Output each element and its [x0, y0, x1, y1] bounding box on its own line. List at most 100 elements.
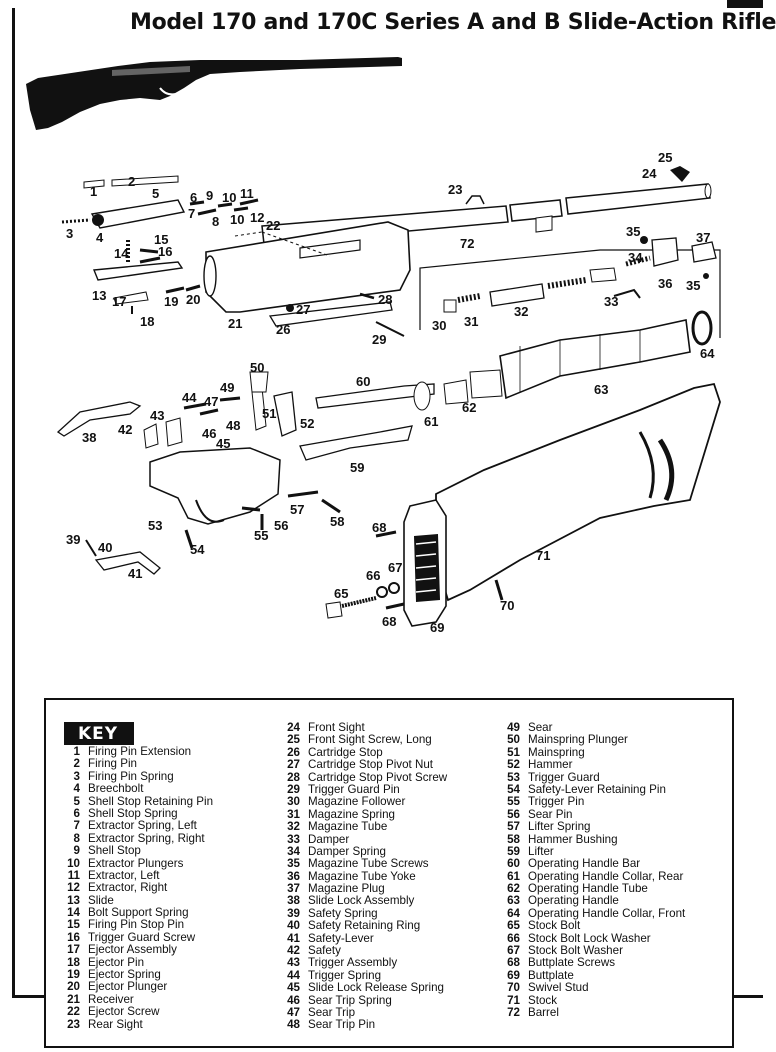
key-item-number: 59 [507, 844, 520, 858]
key-item-number: 64 [507, 906, 520, 920]
key-item-name: Lifter [528, 844, 554, 858]
key-item-number: 66 [507, 931, 520, 945]
key-item-name: Shell Stop [88, 844, 141, 858]
key-item-number: 16 [67, 930, 80, 944]
key-item-name: Breechbolt [88, 782, 144, 796]
callout-38: 38 [82, 430, 96, 445]
stock-bolt [325, 530, 405, 619]
callout-18: 18 [140, 314, 154, 329]
key-item-number: 46 [287, 993, 300, 1007]
key-item-name: Magazine Plug [308, 882, 385, 896]
key-item-name: Trigger Guard Screw [88, 930, 196, 944]
callout-13: 13 [92, 288, 106, 303]
key-item-name: Shell Stop Retaining Pin [88, 794, 214, 808]
callout-68b: 68 [382, 614, 396, 629]
key-item-name: Swivel Stud [528, 981, 589, 995]
callout-17: 17 [112, 294, 126, 309]
key-item-name: Sear Trip Spring [308, 993, 392, 1007]
callout-62: 62 [462, 400, 476, 415]
key-item-name: Mainspring Plunger [528, 733, 628, 747]
key-item-number: 35 [287, 857, 300, 871]
key-item-name: Magazine Tube Screws [308, 857, 429, 871]
key-item-name: Hammer Bushing [528, 832, 618, 846]
callout-23: 23 [448, 182, 462, 197]
key-item-number: 7 [73, 819, 80, 833]
key-item-number: 1 [73, 745, 80, 758]
key-item-number: 15 [67, 918, 80, 932]
callout-48: 48 [226, 418, 240, 433]
callout-39: 39 [66, 532, 80, 547]
key-item-number: 11 [67, 868, 80, 882]
callout-11: 11 [240, 186, 254, 201]
callout-43: 43 [150, 408, 164, 423]
trigger-group [56, 371, 413, 575]
key-item-name: Ejector Plunger [88, 980, 168, 994]
callout-68a: 68 [372, 520, 386, 535]
callout-36: 36 [658, 276, 672, 291]
key-item-number: 72 [507, 1005, 520, 1019]
key-item-name: Cartridge Stop [308, 745, 383, 759]
key-item: 16 Trigger Guard Screw [60, 930, 213, 944]
key-item-number: 14 [67, 906, 80, 920]
callout-54: 54 [190, 542, 205, 557]
key-item-number: 40 [287, 919, 300, 933]
key-item-name: Magazine Tube [308, 820, 388, 834]
callout-35b: 35 [686, 278, 700, 293]
key-item: 46 Sear Trip Spring [278, 993, 447, 1007]
key-item-number: 32 [287, 820, 300, 834]
key-item-number: 53 [507, 770, 520, 784]
key-item-name: Sear Trip [308, 1005, 356, 1019]
callout-10b: 10 [230, 212, 244, 227]
key-item-name: Safety Retaining Ring [308, 919, 421, 933]
callout-66: 66 [366, 568, 380, 583]
key-item-name: Operating Handle Collar, Rear [528, 869, 684, 883]
key-item-number: 47 [287, 1005, 300, 1019]
callout-57: 57 [290, 502, 304, 517]
key-item-name: Slide Lock Assembly [308, 894, 415, 908]
key-item-number: 58 [507, 832, 520, 846]
key-item-name: Receiver [88, 992, 134, 1006]
callout-12: 12 [250, 210, 264, 225]
key-item-number: 51 [507, 745, 520, 759]
key-item-number: 52 [507, 758, 520, 772]
key-item-name: Shell Stop Spring [88, 806, 178, 820]
key-item-number: 68 [507, 956, 520, 970]
key-item-number: 2 [73, 757, 80, 771]
key-item-name: Trigger Spring [308, 968, 382, 982]
magazine-group [419, 236, 721, 338]
callout-47: 47 [204, 394, 218, 409]
key-item-name: Operating Handle [528, 894, 619, 908]
callout-58: 58 [330, 514, 344, 529]
callout-26: 26 [276, 322, 290, 337]
callout-51: 51 [262, 406, 276, 421]
key-item-name: Firing Pin Stop Pin [88, 918, 185, 932]
